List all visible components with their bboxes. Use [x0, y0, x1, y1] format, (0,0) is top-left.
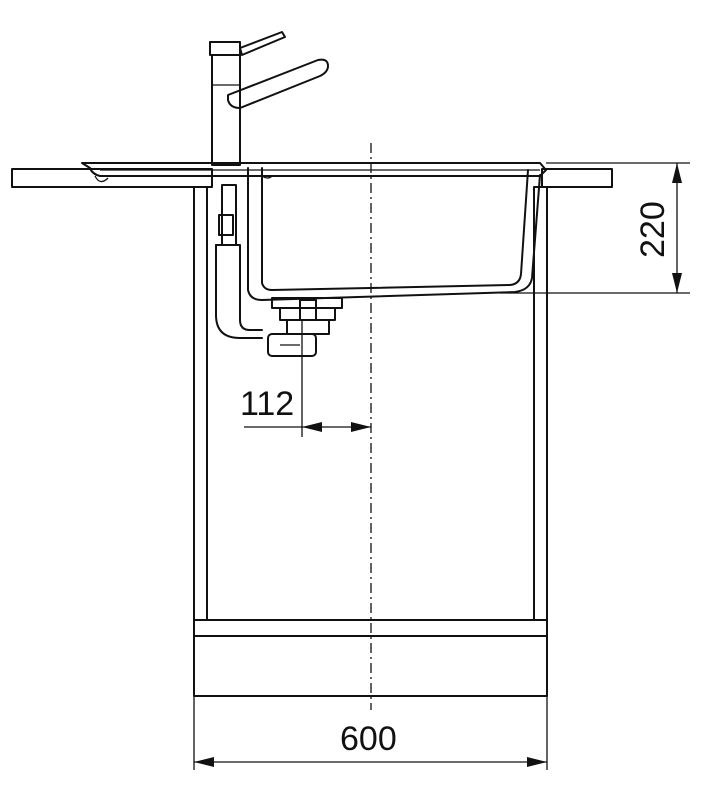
sink-bowl [247, 167, 541, 301]
dimension-height: 220 [500, 162, 690, 294]
cabinet [193, 186, 548, 697]
dimension-drain-offset: 112 [240, 320, 371, 437]
dimension-height-label: 220 [634, 201, 672, 258]
dimension-cabinet-width: 600 [193, 696, 548, 770]
countertop-left [11, 168, 213, 188]
faucet [209, 31, 329, 166]
sink-rim [81, 162, 547, 183]
dimension-cabinet-width-label: 600 [340, 720, 397, 758]
countertop-right [541, 168, 613, 188]
supply-hose [215, 184, 263, 339]
dimension-drain-offset-label: 112 [240, 385, 294, 423]
drain-waste [267, 297, 343, 357]
